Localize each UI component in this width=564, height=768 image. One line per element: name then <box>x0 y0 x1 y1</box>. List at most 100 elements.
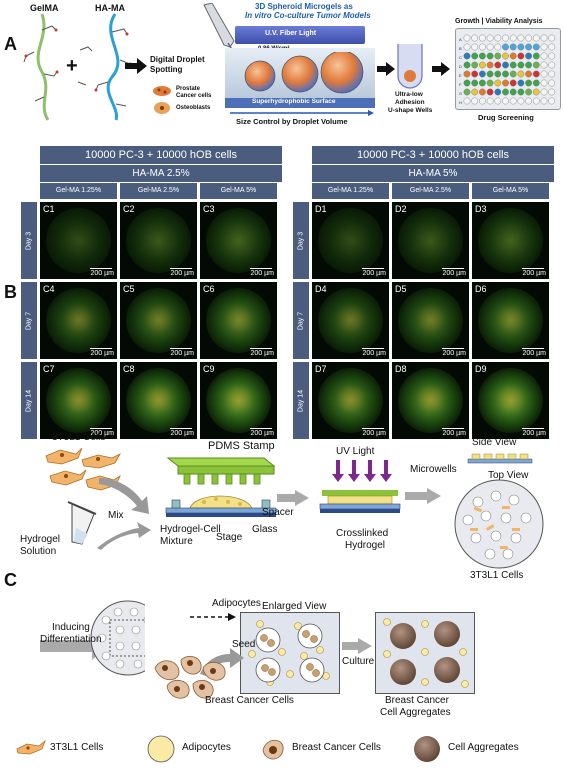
spheroid-droplets-illustration <box>244 52 364 94</box>
well <box>486 34 494 42</box>
legend-adipocyte-icon <box>147 735 175 763</box>
dead-cell-fluorescence <box>224 304 254 334</box>
image-id-label: D9 <box>475 364 487 374</box>
plus-sign: + <box>66 55 78 77</box>
well <box>548 61 556 69</box>
seed-label: Seed <box>232 639 256 650</box>
row-header: Day 3 <box>21 202 37 279</box>
gelma-label: GelMA <box>30 3 59 13</box>
aggregate-view-illustration <box>383 618 469 688</box>
ultra-label-2: Adhesion <box>395 99 425 106</box>
row-header-label: Day 3 <box>25 231 33 250</box>
well <box>471 34 479 42</box>
well <box>478 97 486 105</box>
growth-label: Growth | Viability Analysis <box>455 18 543 25</box>
scale-bar-line <box>170 267 192 269</box>
mix-label: Mix <box>108 510 124 521</box>
well <box>509 34 517 42</box>
row-header-label: Day 14 <box>25 389 33 412</box>
well <box>517 34 525 42</box>
well <box>463 79 471 87</box>
spheroid-fluorescence <box>478 368 543 433</box>
dead-cell-fluorescence <box>336 304 366 334</box>
pdms-label: PDMS Stamp <box>208 440 275 452</box>
spheroid-fluorescence <box>478 208 543 273</box>
scale-bar-label: 200 µm <box>90 430 115 437</box>
well <box>540 61 548 69</box>
column-header: Gel-MA 1.25% <box>40 183 117 199</box>
scale-bar-line <box>362 267 384 269</box>
well-row-label: D <box>459 64 462 69</box>
well-row-label: B <box>459 46 462 51</box>
scale-bar-line <box>522 347 544 349</box>
well <box>548 70 556 78</box>
well <box>509 61 517 69</box>
legend-aggregates-label: Cell Aggregates <box>448 742 519 753</box>
scale-bar-label: 200 µm <box>362 270 387 277</box>
superhydrophobic-label: Superhydrophobic Surface <box>252 98 336 105</box>
crosslinked-label-2: Hydrogel <box>345 540 386 551</box>
well <box>463 97 471 105</box>
well <box>525 34 533 42</box>
legend-aggregate-icon <box>414 736 440 762</box>
image-id-label: C9 <box>203 364 215 374</box>
row-header-label: Day 7 <box>25 311 33 330</box>
side-view-label: Side View <box>472 437 517 448</box>
well <box>494 79 502 87</box>
scale-bar-label: 200 µm <box>522 350 547 357</box>
enlarged-view-label: Enlarged View <box>262 601 327 612</box>
top-view-label: Top View <box>488 470 529 481</box>
well <box>540 88 548 96</box>
scale-bar-line <box>362 427 384 429</box>
well <box>486 52 494 60</box>
scale-bar-label: 200 µm <box>442 430 467 437</box>
prostate-label-2: Cancer cells <box>176 93 212 99</box>
well <box>471 52 479 60</box>
dead-cell-fluorescence <box>496 384 526 414</box>
well <box>517 88 525 96</box>
scale-bar-line <box>250 267 272 269</box>
curved-arrow-icon <box>99 478 149 514</box>
well <box>532 79 540 87</box>
osteoblasts-label: Osteoblasts <box>176 105 211 111</box>
well <box>525 79 533 87</box>
hama-label: HA-MA <box>95 3 125 13</box>
crosslinked-label-1: Crosslinked <box>336 528 389 539</box>
pdms-stamp-setup <box>165 457 277 517</box>
scale-bar-label: 200 µm <box>90 350 115 357</box>
well <box>548 97 556 105</box>
image-id-label: C3 <box>203 204 215 214</box>
well <box>502 52 509 60</box>
stage-label: Stage <box>216 532 243 543</box>
top-view-microwell-disk <box>454 479 544 569</box>
dead-cell-fluorescence <box>336 384 366 414</box>
well <box>494 70 502 78</box>
row-header-label: Day 14 <box>297 389 305 412</box>
scale-bar-line <box>170 427 192 429</box>
legend-3t3l1-icon <box>16 740 46 755</box>
u-well-icon <box>397 44 423 89</box>
scale-bar-label: 200 µm <box>170 430 195 437</box>
scale-bar-line <box>90 347 112 349</box>
uv-fiber-label: U.V. Fiber Light <box>265 30 317 37</box>
arrow-right-icon <box>277 490 309 506</box>
scale-bar-line <box>250 347 272 349</box>
well-row-label: H <box>459 100 462 105</box>
well <box>540 34 548 42</box>
row-header: Day 14 <box>293 362 309 439</box>
well <box>478 52 486 60</box>
spheroid-fluorescence <box>46 368 111 433</box>
well <box>486 79 494 87</box>
spheroid-fluorescence <box>126 208 191 273</box>
well <box>471 97 479 105</box>
well <box>540 43 548 51</box>
well <box>540 79 548 87</box>
spheroid-fluorescence <box>478 288 543 353</box>
